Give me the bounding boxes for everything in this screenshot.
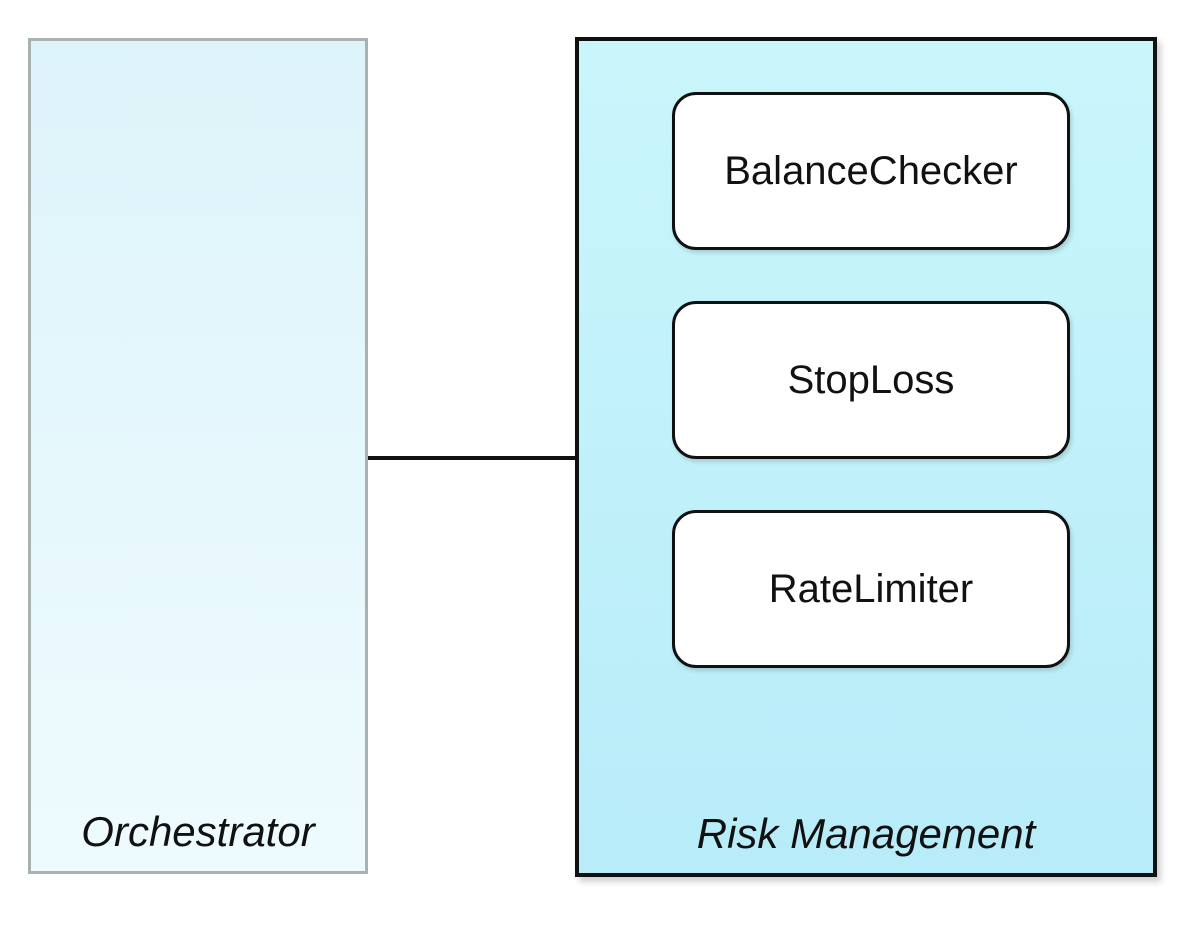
orchestrator-risk-connector	[368, 456, 578, 460]
balance-checker-component: BalanceChecker	[672, 92, 1070, 250]
stop-loss-component: StopLoss	[672, 301, 1070, 459]
orchestrator-label: Orchestrator	[81, 808, 315, 855]
stop-loss-label: StopLoss	[787, 357, 955, 402]
risk-management-label: Risk Management	[696, 810, 1036, 857]
risk-management-container: BalanceChecker StopLoss RateLimiter Risk…	[575, 37, 1157, 877]
rate-limiter-component: RateLimiter	[672, 510, 1070, 668]
rate-limiter-label: RateLimiter	[768, 566, 974, 611]
balance-checker-label: BalanceChecker	[724, 148, 1018, 193]
orchestrator-container: Orchestrator	[28, 38, 368, 874]
